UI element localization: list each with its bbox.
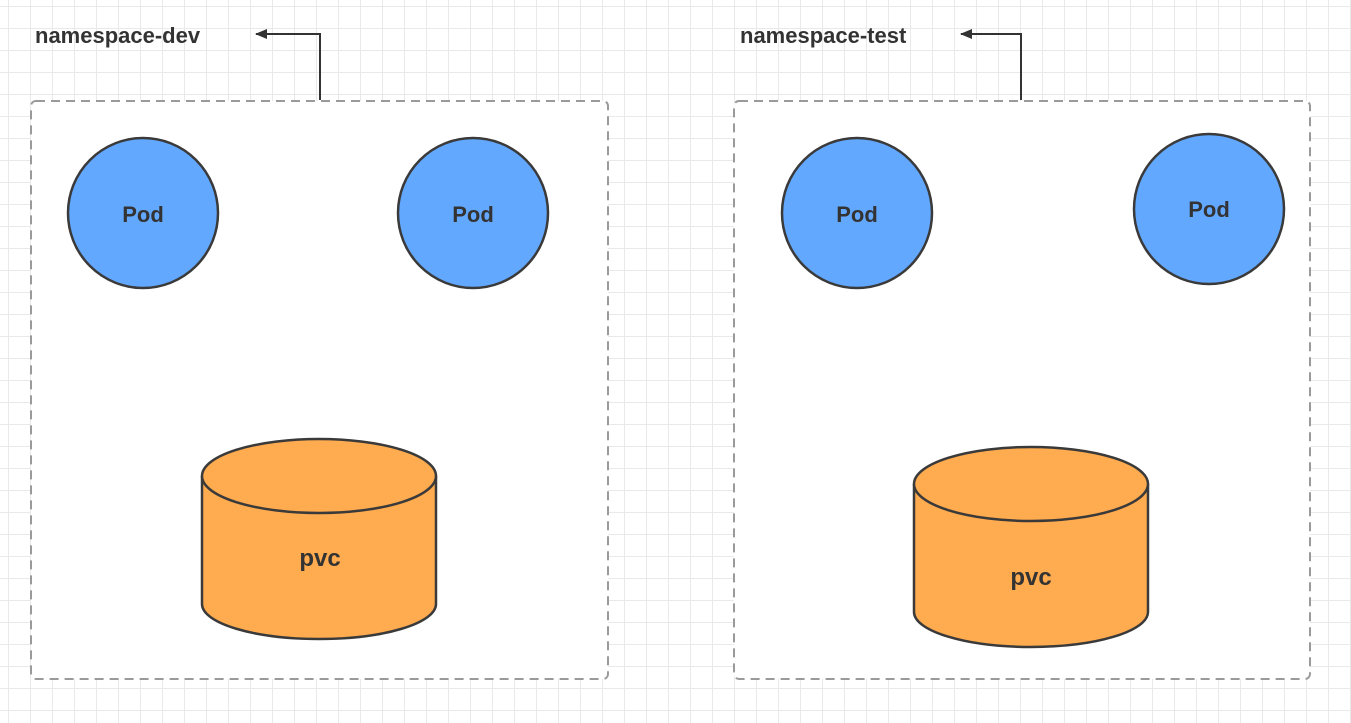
pod-label: Pod [452, 202, 494, 227]
pod-node: Pod [396, 136, 550, 290]
pod-label: Pod [122, 202, 164, 227]
pod-node: Pod [66, 136, 220, 290]
pvc-cylinder: pvc [912, 445, 1150, 649]
pod-label: Pod [1188, 197, 1230, 222]
pvc-label: pvc [1010, 564, 1051, 591]
namespace-arrow-dev [255, 29, 321, 100]
pod-label: Pod [836, 202, 878, 227]
pvc-label: pvc [299, 545, 340, 572]
pvc-cylinder: pvc [200, 437, 438, 641]
namespace-group-test: namespace-test Pod Pod pvc [733, 23, 1311, 680]
pod-node: Pod [780, 136, 934, 290]
pod-node: Pod [1132, 132, 1286, 286]
namespace-label-test: namespace-test [740, 23, 907, 48]
namespace-arrow-test [960, 29, 1022, 100]
namespace-label-dev: namespace-dev [35, 23, 201, 48]
namespace-group-dev: namespace-dev Pod Pod pvc [30, 23, 609, 680]
